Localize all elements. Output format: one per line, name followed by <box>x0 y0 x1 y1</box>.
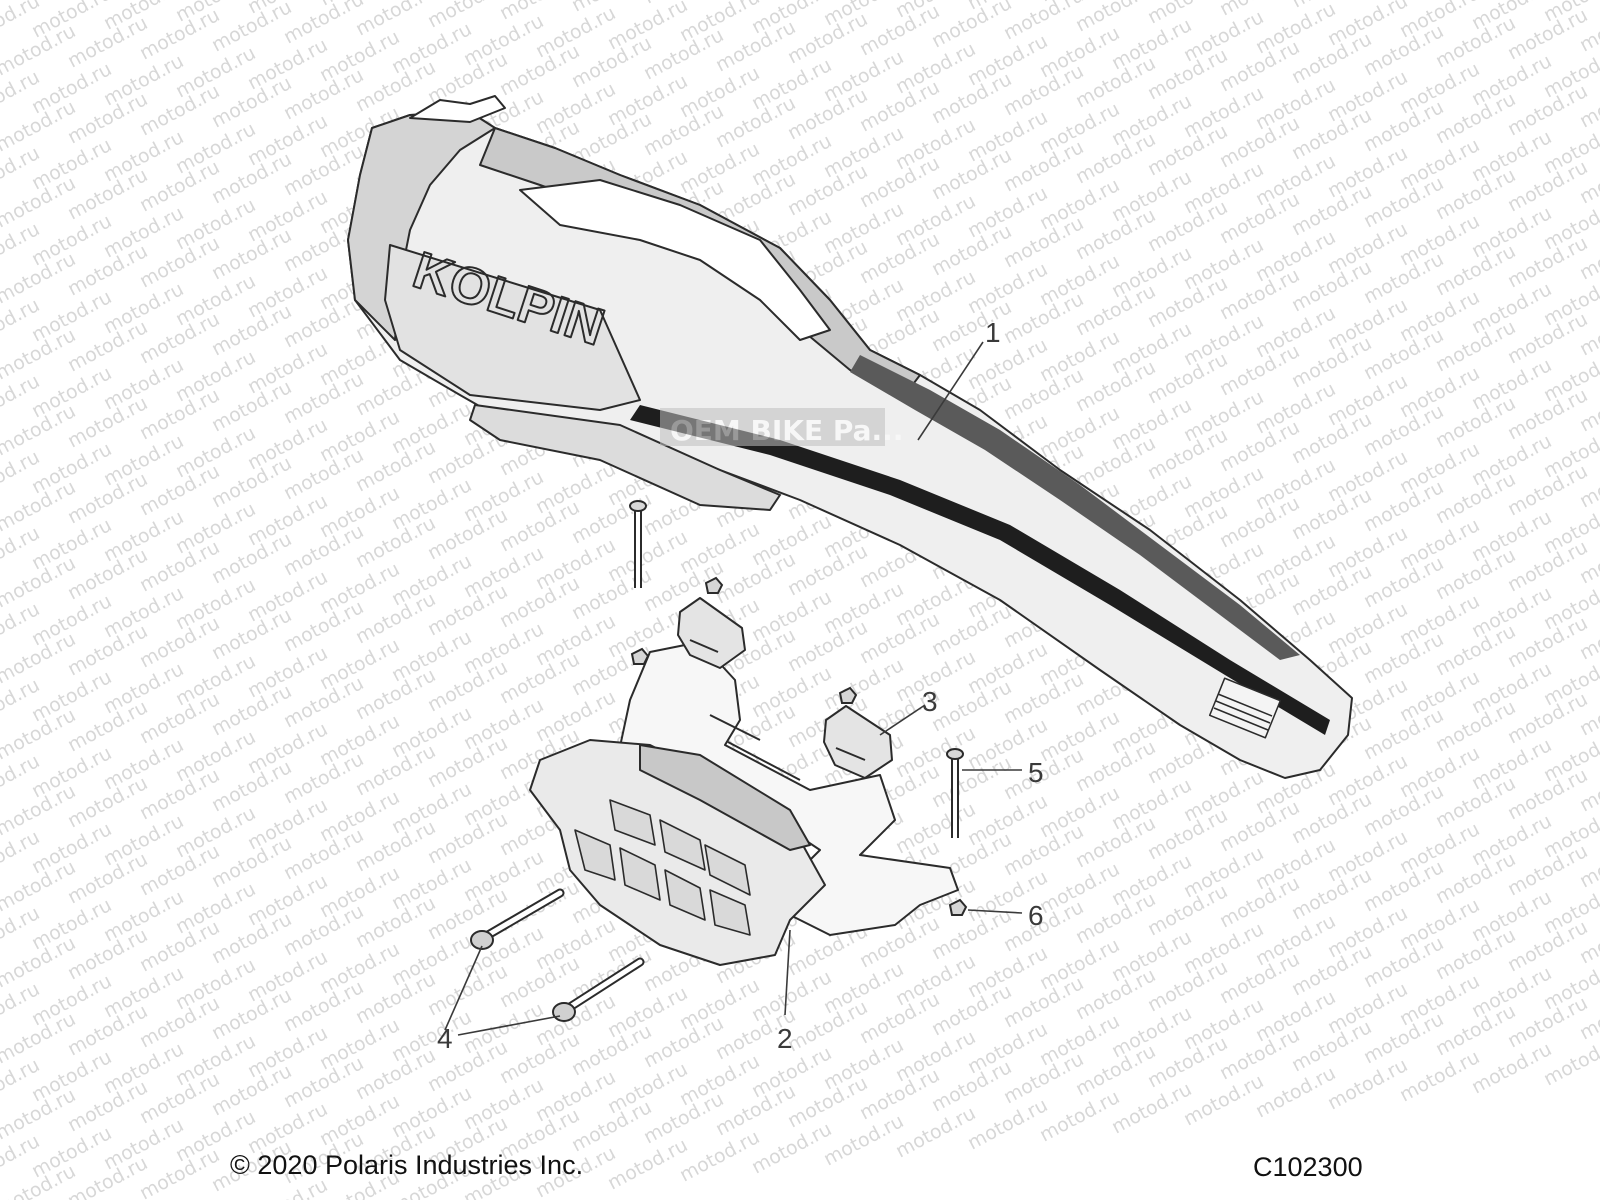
drawing-number: C102300 <box>1253 1152 1363 1182</box>
callout-5: 5 <box>1028 757 1044 788</box>
callout-1: 1 <box>985 317 1001 348</box>
rear-vent <box>1208 677 1282 739</box>
copyright-notice: © 2020 Polaris Industries Inc. <box>230 1150 584 1180</box>
callout-3: 3 <box>922 686 938 717</box>
bolt-left <box>629 500 647 588</box>
nut <box>948 898 968 916</box>
callout-6: 6 <box>1028 900 1044 931</box>
long-bolt-lower <box>552 957 645 1022</box>
clamp-bracket-upper <box>677 597 746 669</box>
mount-base <box>529 641 959 966</box>
oem-stamp: OEM BIKE Pa... <box>660 408 903 447</box>
nut-left <box>630 647 650 665</box>
callout-4: 4 <box>437 1023 453 1054</box>
nut-upper <box>704 576 724 594</box>
callout-2: 2 <box>777 1023 793 1054</box>
clamp-bracket <box>823 705 893 779</box>
nut-clamp <box>838 686 858 704</box>
bolt <box>946 748 964 838</box>
oem-stamp-text: OEM BIKE Pa... <box>670 414 903 447</box>
leader-lines <box>444 341 1023 1036</box>
long-bolt-upper <box>470 888 565 950</box>
